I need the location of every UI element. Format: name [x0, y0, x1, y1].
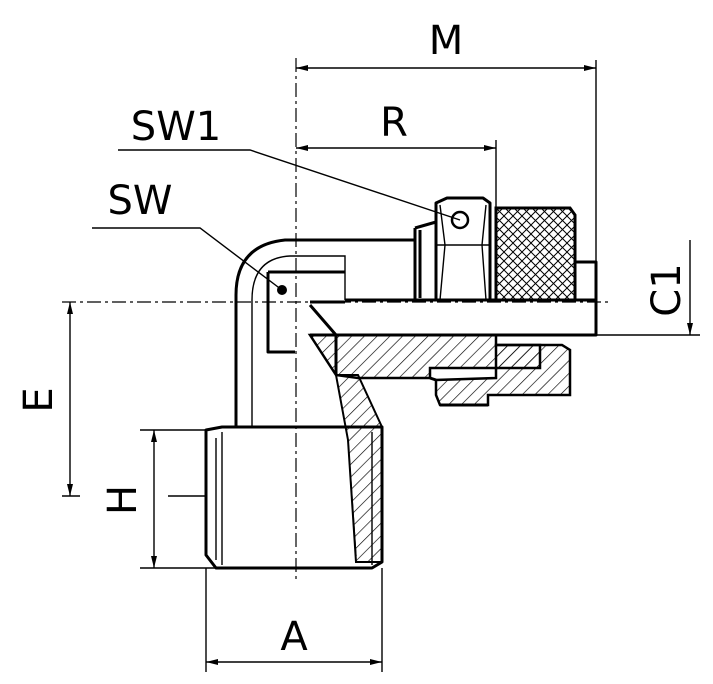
- label-C1: C1: [644, 263, 690, 316]
- sw-flat: [266, 270, 345, 354]
- leader-SW1: [118, 149, 461, 221]
- label-R: R: [380, 100, 408, 146]
- lower-nut-hatch: [434, 343, 572, 407]
- knurled-nut: [494, 206, 577, 302]
- fitting-body: [204, 196, 598, 570]
- leader-SW: [92, 227, 283, 291]
- label-E: E: [16, 387, 62, 412]
- dimension-lines: [67, 65, 693, 665]
- dimension-labels: M R SW1 SW A E H C1: [16, 18, 690, 660]
- hex-lines: [436, 204, 490, 301]
- label-SW1: SW1: [131, 104, 221, 150]
- threaded-stem: [204, 425, 384, 570]
- elbow-inner: [251, 255, 346, 427]
- collar: [413, 220, 438, 302]
- label-A: A: [280, 614, 308, 660]
- extension-lines: [62, 60, 700, 672]
- hex-nut: [434, 196, 492, 302]
- thread-lines: [215, 432, 373, 565]
- lower-nut-outline: [429, 376, 488, 407]
- thread-section-hatch: [334, 374, 383, 563]
- elbow-body: [234, 238, 417, 427]
- knurl-shoulder: [575, 260, 598, 300]
- label-M: M: [429, 18, 464, 64]
- tube: [310, 298, 598, 337]
- label-SW: SW: [108, 178, 173, 224]
- label-H: H: [100, 485, 146, 515]
